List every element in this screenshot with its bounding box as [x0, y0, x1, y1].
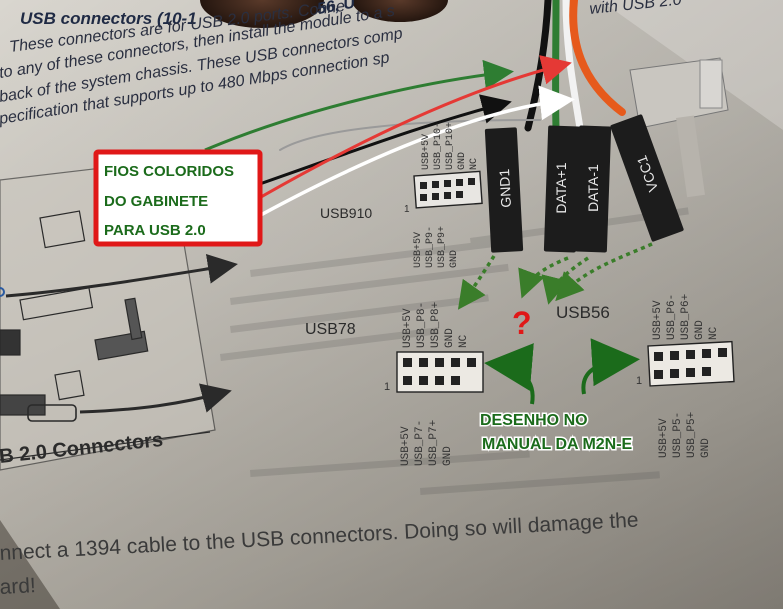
usb56-pins	[654, 348, 727, 379]
usb56-bottom-pin: USB_P5-	[672, 412, 684, 458]
annotation-arrow-black	[227, 94, 512, 197]
usb56-bottom-pin: USB_P5+	[686, 412, 698, 458]
usb910-top-pins: USB+5V USB_P10- USB_P10+ GND NC	[421, 122, 480, 170]
usb78-bottom-pin: USB_P7-	[414, 420, 426, 466]
wires-label-line1: FIOS COLORIDOS	[104, 163, 234, 180]
plug-label: DATA+1	[553, 162, 569, 213]
usb910-top-pin: NC	[469, 158, 480, 170]
question-mark: ?	[512, 305, 532, 341]
usb910-bottom-pins: USB+5V USB_P9- USB_P9+ GND	[413, 226, 460, 268]
usb56-name: USB56	[556, 303, 610, 322]
usb56-top-pin: GND	[694, 320, 706, 340]
wires-label: FIOS COLORIDOS DO GABINETE PARA USB 2.0	[104, 163, 234, 239]
usb78-pins	[403, 358, 476, 385]
plug-label: DATA-1	[585, 164, 601, 212]
usb56-top-pin: USB_P6+	[680, 294, 692, 340]
usb56-bottom-pin: USB+5V	[658, 418, 670, 458]
annotation-arrow-white	[229, 85, 575, 234]
wires-label-line2: DO GABINETE	[104, 193, 208, 210]
finger-right	[352, 0, 448, 22]
wires-annotation-box: FIOS COLORIDOS DO GABINETE PARA USB 2.0	[93, 149, 263, 247]
usb56-bottom-pin: GND	[700, 438, 712, 458]
usb78-pin-one: 1	[384, 381, 390, 393]
usb910-bottom-pin: USB+5V	[413, 232, 424, 268]
header-usb56: USB+5V USB_P6- USB_P6+ GND NC 1 USB+5V U…	[636, 294, 735, 458]
plug-gnd1: GND1	[484, 127, 524, 253]
dotted-arrows	[457, 242, 653, 310]
usb78-top-pin: USB_P8-	[416, 302, 428, 348]
usb56-top-pin: USB_P6-	[666, 294, 678, 340]
plug-vcc1: VCC1	[610, 114, 684, 242]
annotation-arrow-red	[229, 55, 572, 217]
usb910-bottom-pin: USB_P9+	[437, 226, 448, 268]
usb78-bottom-pins: USB+5V USB_P7- USB_P7+ GND	[400, 420, 454, 466]
wires-label-line3: PARA USB 2.0	[104, 222, 206, 239]
usb78-top-pin: GND	[444, 328, 456, 348]
usb78-bottom-pin: USB_P7+	[428, 420, 440, 466]
usb910-top-pin: USB_P10-	[433, 122, 444, 170]
usb78-name: USB78	[305, 321, 356, 338]
wire-orange	[569, 0, 626, 116]
usb910-pins	[420, 178, 475, 201]
header-usb910: USB+5V USB_P10- USB_P10+ GND NC 1 USB910…	[320, 122, 483, 268]
usb78-top-pin: USB+5V	[402, 308, 414, 348]
manual-label-line1: DESENHO NO	[480, 412, 588, 429]
marker-circle	[0, 287, 5, 297]
usb910-pin-one: 1	[404, 204, 410, 215]
manual-annotation: DESENHO NO MANUAL DA M2N-E	[479, 411, 635, 455]
usb78-top-pin: USB_P8+	[430, 302, 442, 348]
diagram-arrow-lower	[79, 383, 232, 414]
usb78-bottom-pin: GND	[442, 446, 454, 466]
curved-arrow-left	[484, 343, 535, 405]
usb56-pin-one: 1	[636, 375, 642, 387]
diagram-arrow-upper	[5, 253, 238, 298]
wires-box-frame	[93, 149, 263, 247]
manual-heading: USB connectors (10-1	[20, 9, 197, 28]
usb910-top-pin: USB_P10+	[445, 122, 456, 170]
usb78-top-pin: NC	[458, 334, 470, 348]
manual-footer-line2: ard!	[0, 574, 36, 599]
curved-arrow-right	[581, 338, 640, 395]
usb910-top-pin: GND	[457, 152, 468, 170]
usb910-pin-block	[413, 170, 483, 209]
usb-bracket	[629, 57, 729, 198]
usb78-top-pins: USB+5V USB_P8- USB_P8+ GND NC	[402, 302, 470, 348]
usb910-top-pin: USB+5V	[421, 134, 432, 170]
bottom-left-shadow	[0, 520, 60, 609]
annotation-arrow-green	[204, 59, 514, 152]
header-usb78: USB78 USB+5V USB_P8- USB_P8+ GND NC 1 US…	[305, 302, 484, 466]
usb56-pin-block	[647, 340, 735, 387]
usb910-bottom-pin: USB_P9-	[425, 226, 436, 268]
plug-label: GND1	[496, 168, 514, 208]
usb56-top-pins: USB+5V USB_P6- USB_P6+ GND NC	[652, 294, 720, 340]
finger-left	[200, 0, 324, 28]
manual-label-line2: MANUAL DA M2N-E	[482, 436, 633, 453]
usb56-top-pin: NC	[708, 326, 720, 340]
usb910-bottom-pin: GND	[449, 250, 460, 268]
usb56-top-pin: USB+5V	[652, 300, 664, 340]
usb910-name: USB910	[320, 205, 372, 221]
usb56-bottom-pins: USB+5V USB_P5- USB_P5+ GND	[658, 412, 712, 458]
usb78-bottom-pin: USB+5V	[400, 426, 412, 466]
plug-data-minus1: DATA-1	[574, 125, 612, 253]
dotted-arrow-vcc	[555, 242, 653, 302]
plug-data-plus1: DATA+1	[543, 125, 581, 253]
